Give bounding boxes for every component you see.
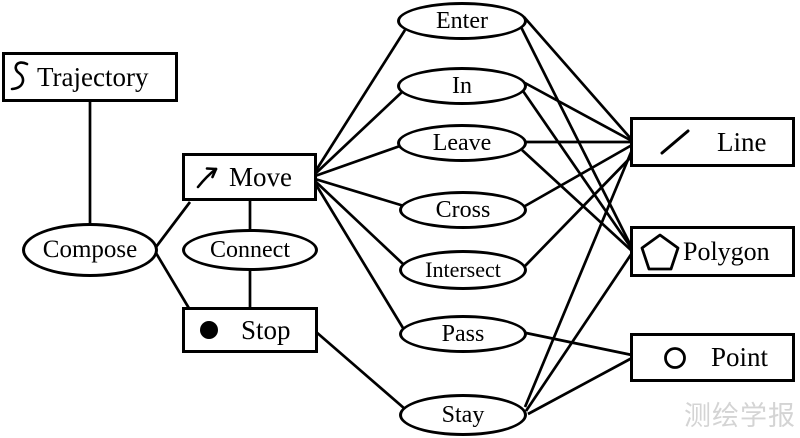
node-point-label: Point (711, 342, 769, 372)
edge-pass-point (525, 331, 633, 357)
circle-outline-icon (663, 346, 687, 370)
node-cross: Cross (399, 191, 527, 229)
edge-move-in (314, 91, 403, 175)
edge-stay-line (523, 149, 634, 408)
node-polygon: Polygon (630, 226, 795, 277)
node-in: In (397, 67, 527, 105)
edge-move-enter (313, 29, 407, 173)
node-cross-label: Cross (435, 196, 491, 223)
node-connect: Connect (182, 229, 318, 271)
node-trajectory-label: Trajectory (37, 61, 149, 92)
node-enter: Enter (397, 2, 527, 40)
edge-stay-point (527, 356, 633, 416)
edge-stay-polygon (524, 252, 634, 412)
node-compose-label: Compose (42, 236, 138, 263)
diagonal-line-icon (659, 128, 691, 156)
node-pass-label: Pass (441, 320, 485, 347)
edge-move-pass (313, 182, 405, 329)
filled-circle-icon (199, 320, 219, 340)
edge-intersect-line (524, 155, 633, 267)
node-intersect-label: Intersect (425, 257, 501, 282)
node-compose: Compose (22, 223, 158, 277)
edge-move-leave (314, 144, 401, 178)
trajectory-curve-icon (9, 61, 33, 93)
edge-cross-line (524, 143, 633, 208)
arrow-up-right-icon (195, 164, 221, 190)
edge-compose-move (154, 201, 192, 248)
node-line-label: Line (717, 126, 767, 157)
node-in-label: In (452, 72, 472, 99)
pentagon-icon (639, 232, 681, 272)
edge-enter-line (522, 16, 634, 141)
node-leave-label: Leave (432, 129, 492, 156)
node-move-label: Move (229, 161, 292, 192)
journal-watermark: 测绘学报 (684, 401, 796, 432)
edge-stop-stay (314, 329, 406, 411)
edge-compose-stop (154, 252, 192, 311)
node-stop: Stop (182, 307, 318, 353)
node-move: Move (182, 153, 317, 201)
node-point: Point (630, 333, 795, 382)
node-intersect: Intersect (399, 250, 527, 290)
node-trajectory: Trajectory (2, 52, 178, 102)
node-stay: Stay (399, 394, 527, 436)
edge-move-cross (314, 177, 405, 208)
edge-enter-polygon (519, 26, 634, 249)
edge-leave-polygon (521, 149, 633, 252)
node-pass: Pass (399, 315, 527, 353)
node-line: Line (630, 117, 795, 167)
node-connect-label: Connect (210, 236, 290, 263)
edge-move-intersect (314, 180, 404, 265)
node-polygon-label: Polygon (683, 236, 770, 266)
node-leave: Leave (397, 124, 527, 162)
edge-in-line (524, 81, 633, 143)
edge-in-polygon (521, 90, 634, 250)
node-stay-label: Stay (441, 401, 485, 428)
node-stop-label: Stop (241, 314, 291, 345)
node-enter-label: Enter (436, 7, 488, 34)
